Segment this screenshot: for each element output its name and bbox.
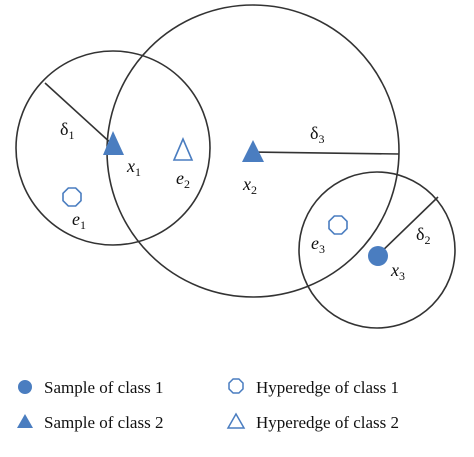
filled-triangle-icon xyxy=(17,414,33,428)
legend-label-hyperedge-class-2: Hyperedge of class 2 xyxy=(256,413,399,432)
legend-label-sample-class-2: Sample of class 2 xyxy=(44,413,163,432)
legend-label-sample-class-1: Sample of class 1 xyxy=(44,378,163,397)
label-x1: x1 xyxy=(126,156,141,179)
octagon-outline-icon xyxy=(228,378,244,394)
circle-x1 xyxy=(15,50,211,246)
legend: Sample of class 1 Sample of class 2 Hype… xyxy=(17,378,399,432)
label-delta1: δ1 xyxy=(60,119,74,142)
circle-x3 xyxy=(298,171,456,329)
sample-class-2-x2-icon xyxy=(242,140,264,162)
label-x3: x3 xyxy=(390,260,405,283)
triangle-outline-icon xyxy=(226,412,246,429)
radius-line-d2 xyxy=(377,196,439,256)
label-delta3: δ3 xyxy=(310,123,324,146)
label-e2: e2 xyxy=(176,168,190,191)
label-delta2: δ2 xyxy=(416,224,430,247)
label-x2: x2 xyxy=(242,174,257,197)
hyperedge-class-2-e2-icon xyxy=(172,136,194,161)
hyperedge-class-1-e3-icon xyxy=(328,215,348,235)
label-e1: e1 xyxy=(72,209,86,232)
filled-circle-icon xyxy=(18,380,32,394)
hyperedge-class-1-e1-icon xyxy=(62,187,82,207)
sample-class-2-x1-icon xyxy=(103,131,124,155)
radius-line-d1 xyxy=(44,82,114,146)
legend-label-hyperedge-class-1: Hyperedge of class 1 xyxy=(256,378,399,397)
sample-class-1-x3-icon xyxy=(368,246,388,266)
label-e3: e3 xyxy=(311,233,325,256)
radius-line-d3 xyxy=(252,151,400,155)
